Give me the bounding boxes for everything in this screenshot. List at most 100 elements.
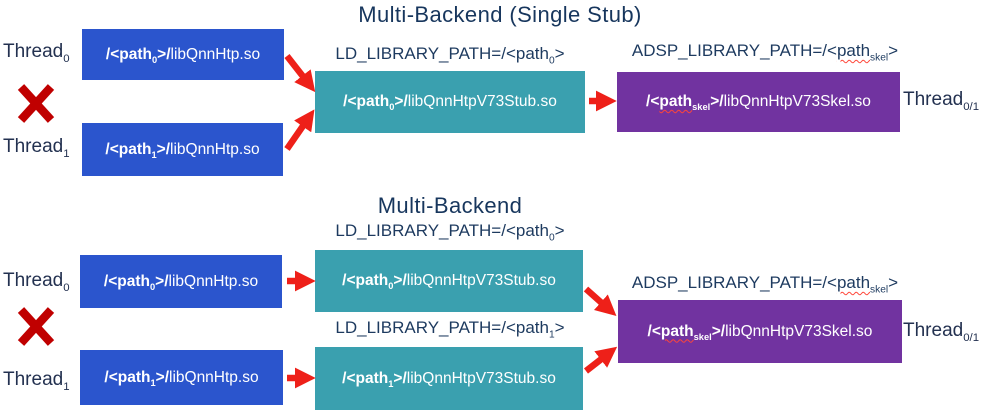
path-word: path [119,45,152,63]
thread01-label-bottom: Thread0/1 [903,320,980,344]
thread-base: Thread [3,41,64,62]
arrow-htp1-to-stub-top [284,109,315,151]
thread-base: Thread [3,270,64,291]
env-post: > [554,318,565,337]
env-sub: skel [870,52,889,64]
env-word: path [515,221,549,240]
spellcheck-squiggle: pathskel [659,93,710,112]
path-sub: 0 [151,54,158,65]
stub-box1-bottom: /<path1>/libQnnHtpV73Stub.so [315,347,583,410]
path-prefix: /<path1>/ [342,369,407,389]
env-pre: LD_LIBRARY_PATH=/< [335,221,516,240]
path-close: >/ [393,369,407,387]
arrow-stub0-to-skel-bottom [583,286,617,317]
thread1-label-top: Thread1 [3,136,70,160]
env-post: > [888,273,899,292]
path-word: path [355,272,389,289]
thread-base: Thread [903,320,964,341]
section-title-multi-backend: Multi-Backend [377,193,523,218]
lib-box-htp-thread0-top: /<path0>/libQnnHtp.so [82,29,284,80]
path-sub: skel [693,331,712,342]
lib-name: libQnnHtp.so [168,272,259,290]
path-close: >/ [155,272,169,290]
path-open: /< [646,93,660,110]
path-close: >/ [156,140,170,158]
env-pre: LD_LIBRARY_PATH=/< [335,318,516,337]
path-open: /< [343,93,357,110]
path-sub: 0 [388,281,394,292]
adsp-library-path-label-bottom: ADSP_LIBRARY_PATH=/<pathskel> [612,273,918,296]
path-close: >/ [394,93,408,110]
thread0-label-top: Thread0 [3,41,70,65]
arrow-stub1-to-skel-bottom [584,346,618,374]
path-word: path [356,93,390,110]
path-close: >/ [710,93,724,110]
env-sub: 0 [548,55,555,67]
env-post: > [554,44,565,63]
path-prefix: /<path0>/ [342,272,407,292]
path-word: path [118,140,152,158]
path-sub: 1 [388,378,394,389]
path-prefix: /<path1>/ [104,368,169,388]
section-title-single-stub: Multi-Backend (Single Stub) [358,2,642,27]
path-open: /< [647,322,661,340]
path-word: path [117,368,151,386]
thread01-label-top: Thread0/1 [903,89,980,113]
spellcheck-squiggle: pathskel [660,322,712,342]
path-word: path [660,322,694,340]
path-prefix: /<pathskel>/ [647,322,726,342]
path-open: /< [103,272,118,290]
path-word: path [659,93,693,110]
path-open: /< [342,369,356,387]
env-word: path [515,318,549,337]
path-sub: 1 [150,377,156,388]
lib-name: libQnnHtpV73Skel.so [725,322,873,340]
lib-name: libQnnHtp.so [169,368,259,386]
env-post: > [554,221,565,240]
thread-base: Thread [3,369,64,390]
env-pre: ADSP_LIBRARY_PATH=/< [631,273,837,292]
path-prefix: /<path0>/ [103,272,169,292]
env-sub: skel [870,284,889,296]
ld-library-path0-label-bottom: LD_LIBRARY_PATH=/<path0> [300,221,600,244]
path-sub: 0 [149,281,156,292]
ld-library-path1-label-bottom: LD_LIBRARY_PATH=/<path1> [300,318,600,341]
adsp-library-path-label-top: ADSP_LIBRARY_PATH=/<pathskel> [612,41,918,64]
skel-box-top: /<pathskel>/ libQnnHtpV73Skel.so [617,72,900,132]
env-pre: LD_LIBRARY_PATH=/< [335,44,516,63]
thread-sub: 0/1 [963,100,980,113]
thread-sub: 1 [63,147,70,160]
path-close: >/ [393,272,407,289]
path-open: /< [105,45,120,63]
thread-sub: 0/1 [963,331,980,344]
path-open: /< [105,140,119,158]
stub-box0-bottom: /<path0>/libQnnHtpV73Stub.so [315,250,583,312]
path-sub: 0 [389,102,395,113]
lib-name: libQnnHtpV73Stub.so [406,272,556,289]
path-close: >/ [711,322,726,340]
thread-sub: 0 [63,52,70,65]
lib-name: libQnnHtp.so [170,45,261,63]
env-sub: 0 [548,232,555,244]
skel-box-bottom: /<pathskel>/ libQnnHtpV73Skel.so [618,300,902,363]
path-close: >/ [157,45,171,63]
lib-name: libQnnHtpV73Stub.so [407,93,557,110]
ld-library-path0-label-top: LD_LIBRARY_PATH=/<path0> [300,44,600,67]
thread1-label-bottom: Thread1 [3,369,70,392]
cross-icon-bottom [17,307,55,346]
thread0-label-bottom: Thread0 [3,270,70,293]
env-pre: ADSP_LIBRARY_PATH=/< [631,41,837,60]
thread-base: Thread [903,89,964,110]
env-word: path [515,44,549,63]
stub-box-top: /<path0>/libQnnHtpV73Stub.so [315,71,585,133]
lib-box-htp-thread1-top: /<path1>/libQnnHtp.so [82,123,283,176]
path-open: /< [104,368,118,386]
path-prefix: /<path0>/ [343,93,408,113]
path-word: path [117,272,150,290]
env-sub: 1 [548,329,555,341]
path-prefix: /<pathskel>/ [646,93,724,112]
cross-icon-top [17,84,55,123]
env-post: > [888,41,899,60]
lib-name: libQnnHtp.so [170,140,260,158]
